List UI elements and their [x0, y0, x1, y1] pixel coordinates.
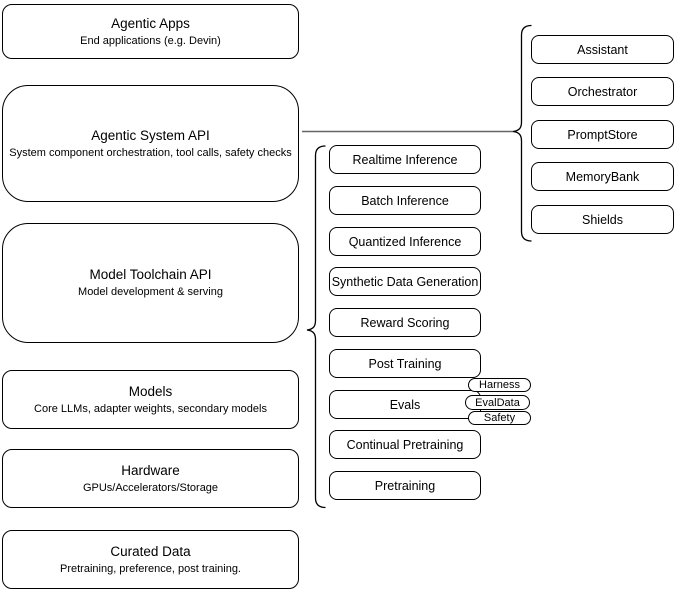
- node-label: Orchestrator: [567, 84, 638, 99]
- node-label: Synthetic Data Generation: [331, 274, 479, 289]
- node-title: Models: [128, 383, 173, 399]
- node-label: Batch Inference: [361, 193, 449, 208]
- node-hardware: Hardware GPUs/Accelerators/Storage: [2, 449, 299, 508]
- node-label: Realtime Inference: [352, 152, 458, 167]
- system-component-node: MemoryBank: [531, 162, 674, 191]
- node-subtitle: Core LLMs, adapter weights, secondary mo…: [34, 402, 267, 415]
- toolchain-node: Realtime Inference: [329, 145, 481, 174]
- system-component-node: Orchestrator: [531, 77, 674, 106]
- node-subtitle: Model development & serving: [78, 286, 223, 298]
- toolchain-node: Post Training: [329, 349, 481, 378]
- node-subtitle: End applications (e.g. Devin): [80, 34, 221, 47]
- node-model-toolchain-api: Model Toolchain API Model development & …: [2, 223, 299, 343]
- system-component-node: PromptStore: [531, 120, 674, 149]
- toolchain-node: Batch Inference: [329, 186, 481, 215]
- node-label: Continual Pretraining: [346, 437, 464, 452]
- system-component-node: Shields: [531, 205, 674, 234]
- node-label: Assistant: [577, 42, 628, 57]
- node-models: Models Core LLMs, adapter weights, secon…: [2, 370, 299, 429]
- evals-tag-safety: Safety: [468, 411, 531, 425]
- system-components-brace: [512, 24, 532, 242]
- node-title: Curated Data: [110, 543, 191, 559]
- node-label: PromptStore: [567, 127, 638, 142]
- toolchain-brace: [306, 145, 326, 509]
- evals-tag-harness: Harness: [468, 378, 531, 392]
- node-title: Agentic Apps: [111, 15, 190, 31]
- node-label: Reward Scoring: [360, 315, 450, 330]
- node-title: Agentic System API: [91, 127, 210, 143]
- node-subtitle: System component orchestration, tool cal…: [9, 146, 292, 159]
- node-label: Evals: [389, 397, 421, 412]
- node-label: Quantized Inference: [348, 234, 462, 249]
- toolchain-node: Reward Scoring: [329, 308, 481, 337]
- node-label: MemoryBank: [565, 169, 640, 184]
- node-subtitle: Pretraining, preference, post training.: [60, 562, 241, 575]
- evals-tag-evaldata: EvalData: [465, 395, 530, 410]
- toolchain-node: Evals: [329, 390, 481, 419]
- toolchain-node: Pretraining: [329, 471, 481, 500]
- system-component-node: Assistant: [531, 35, 674, 64]
- toolchain-node: Continual Pretraining: [329, 430, 481, 459]
- toolchain-node: Quantized Inference: [329, 227, 481, 256]
- node-agentic-apps: Agentic Apps End applications (e.g. Devi…: [2, 4, 299, 59]
- node-label: Shields: [582, 212, 623, 227]
- toolchain-node: Synthetic Data Generation: [329, 267, 481, 296]
- node-label: Post Training: [368, 356, 442, 371]
- node-curated-data: Curated Data Pretraining, preference, po…: [2, 530, 299, 589]
- node-label: Pretraining: [374, 478, 436, 493]
- node-title: Model Toolchain API: [89, 267, 212, 282]
- node-subtitle: GPUs/Accelerators/Storage: [82, 481, 219, 494]
- node-agentic-system-api: Agentic System API System component orch…: [2, 85, 299, 202]
- node-title: Hardware: [121, 462, 180, 478]
